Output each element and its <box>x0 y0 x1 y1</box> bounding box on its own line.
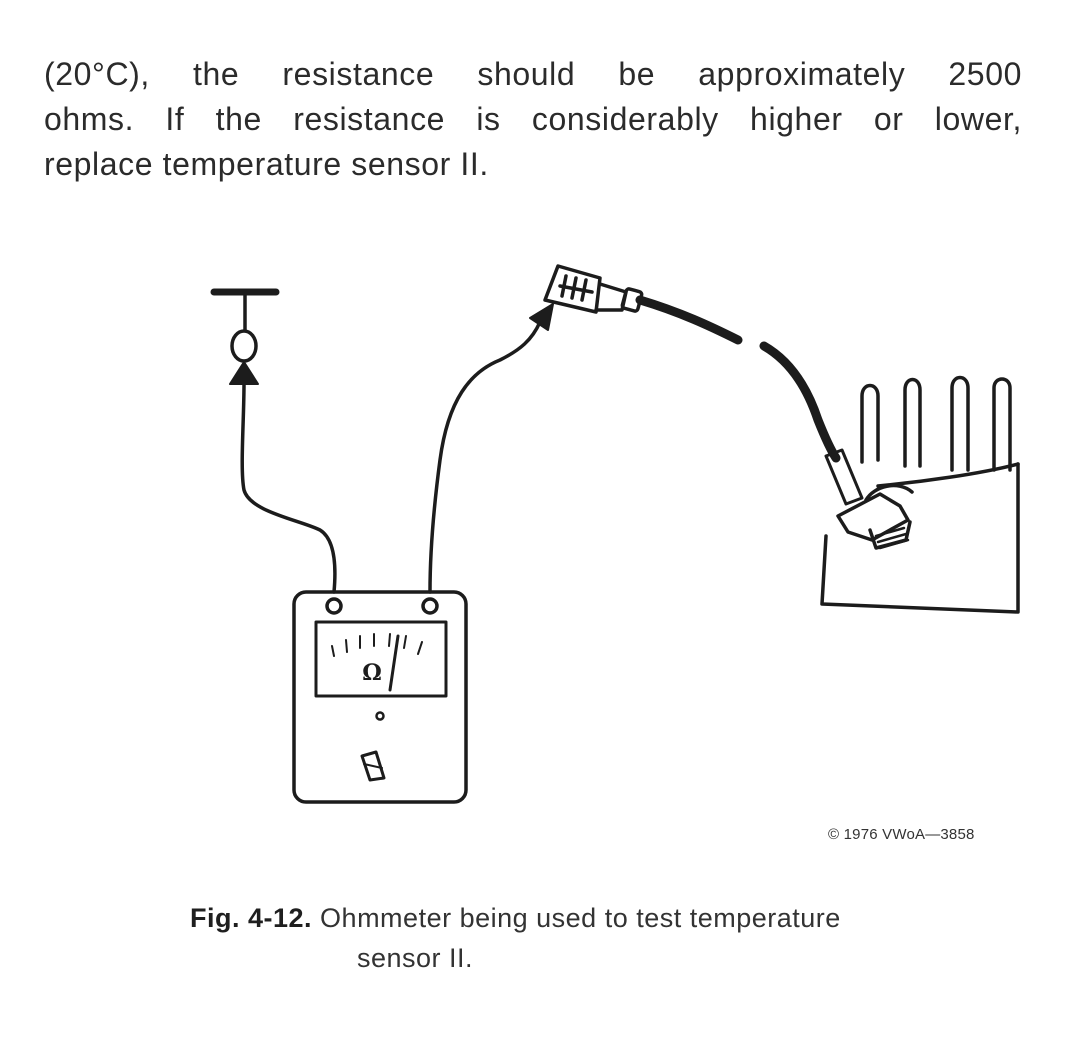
ground-terminal-icon <box>210 288 280 363</box>
body-paragraph: (20°C), the resistance should be approxi… <box>44 52 1044 187</box>
caption-text-1: Ohmmeter being used to test temperature <box>320 903 841 933</box>
lead-wire-right <box>428 320 542 594</box>
ohm-symbol: Ω <box>362 660 382 686</box>
paragraph-line-1: (20°C), the resistance should be approxi… <box>44 56 1022 92</box>
caption-line-2: sensor II. <box>357 943 474 973</box>
caption-line-1: Fig. 4-12. Ohmmeter being used to test t… <box>190 898 1040 938</box>
ohmmeter-device <box>292 590 468 804</box>
paragraph-line-3: replace temperature sensor II. <box>44 146 489 182</box>
probe-arrow-right-icon <box>529 303 554 331</box>
ohmmeter-illustration: Ω <box>210 264 1020 804</box>
figure-credit: © 1976 VWoA—3858 <box>828 826 975 843</box>
sensor-cable-lower <box>759 341 841 463</box>
figure-number: Fig. 4-12. <box>190 903 313 933</box>
sensor-cable-upper <box>635 295 743 345</box>
sensor-connector-icon <box>543 264 644 314</box>
figure-caption: Fig. 4-12. Ohmmeter being used to test t… <box>190 898 1040 978</box>
lead-wire-left <box>240 382 337 594</box>
engine-cylinder-head-icon <box>820 375 1020 614</box>
paragraph-line-2: ohms. If the resistance is considerably … <box>44 101 1022 137</box>
temperature-sensor-icon <box>824 448 914 550</box>
probe-arrow-left-icon <box>229 361 259 385</box>
